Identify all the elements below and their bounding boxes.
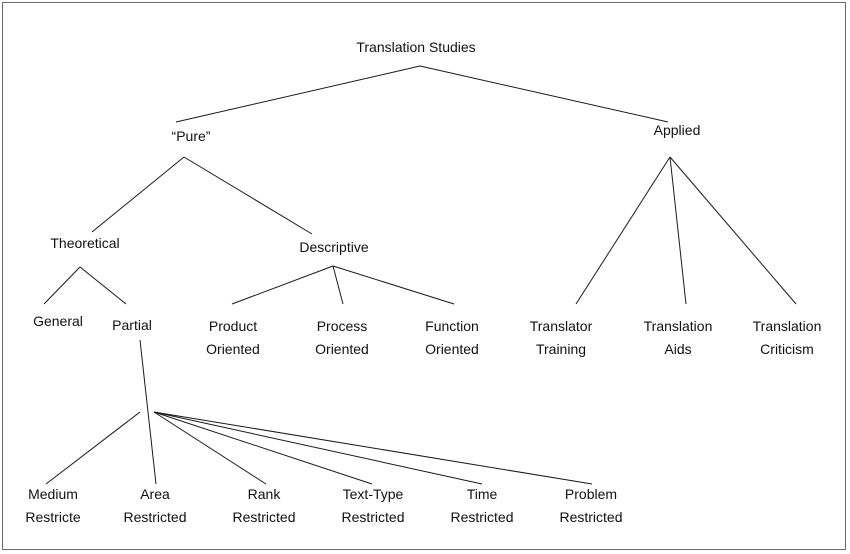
edge-partial-area (139, 339, 157, 485)
node-pure: “Pure” (171, 128, 211, 144)
node-medium-restricted: Medium Restricte (25, 486, 81, 525)
edge-applied-training (575, 156, 671, 305)
node-translation-aids: Translation Aids (643, 318, 713, 357)
node-problem-restricted: Problem Restricted (559, 486, 623, 525)
node-translation-criticism: Translation Criticism (752, 318, 822, 357)
edge-root-pure (175, 65, 421, 123)
edge-pure-theoretical (91, 156, 185, 233)
edge-applied-aids (669, 156, 687, 305)
node-applied: Applied (653, 122, 701, 138)
node-process-oriented: Process Oriented (315, 318, 369, 357)
node-function-oriented: Function Oriented (425, 318, 479, 357)
edge-hub-time (153, 411, 483, 485)
edge-theoretical-general (43, 266, 81, 305)
edge-hub-rank (153, 411, 267, 485)
node-area-restricted: Area Restricted (123, 486, 187, 525)
node-translator-training: Translator Training (529, 318, 593, 357)
edge-descriptive-function (332, 265, 455, 305)
edge-theoretical-partial (79, 266, 127, 305)
node-translation-studies: Translation Studies (356, 39, 476, 55)
edge-hub-medium (45, 411, 141, 485)
edge-descriptive-product (231, 265, 334, 305)
edge-hub-texttype (153, 411, 373, 485)
edge-applied-criticism (669, 156, 797, 305)
edge-descriptive-process (332, 265, 344, 305)
node-descriptive: Descriptive (299, 239, 369, 255)
node-partial: Partial (112, 317, 152, 333)
edge-root-applied (419, 65, 669, 123)
node-product-oriented: Product Oriented (206, 318, 260, 357)
node-theoretical: Theoretical (50, 235, 120, 251)
edge-hub-problem (153, 411, 593, 485)
node-text-type-restricted: Text-Type Restricted (341, 486, 405, 525)
node-general: General (33, 313, 83, 329)
node-time-restricted: Time Restricted (450, 486, 514, 525)
node-rank-restricted: Rank Restricted (232, 486, 296, 525)
edge-pure-descriptive (183, 156, 313, 235)
